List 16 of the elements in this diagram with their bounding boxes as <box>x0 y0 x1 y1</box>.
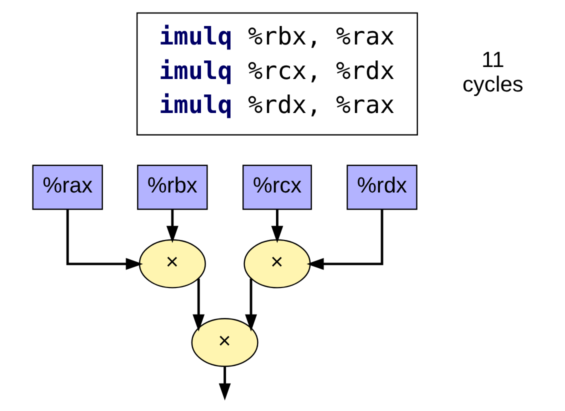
node-box: %rdx <box>346 164 417 210</box>
node-box: imulq %rbx, %rax imulq %rcx, %rdx imulq %rdx, %rax <box>136 12 418 136</box>
arrow <box>218 366 230 401</box>
node-box: %rcx <box>242 164 312 210</box>
node-box: %rbx <box>136 164 208 210</box>
arrow <box>166 209 178 243</box>
arrow <box>192 278 204 332</box>
arrow <box>270 209 283 243</box>
node-ellipse: × <box>243 239 310 288</box>
node-ellipse: × <box>138 239 206 288</box>
node-ellipse: × <box>190 318 258 368</box>
node-box: %rax <box>32 164 102 210</box>
arrow <box>306 209 383 270</box>
arrow <box>66 209 142 270</box>
arrow <box>244 278 256 332</box>
node-label: 11 cycles <box>462 47 523 96</box>
